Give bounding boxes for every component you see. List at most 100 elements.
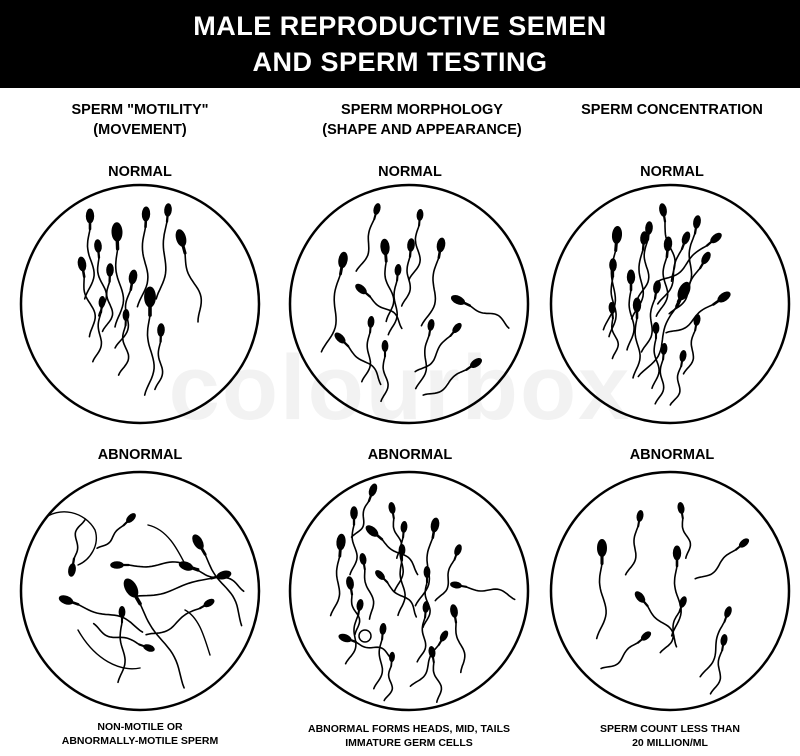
sperm-tail — [143, 314, 155, 396]
sperm-head — [122, 309, 130, 321]
sperm-midpiece — [134, 594, 142, 606]
sperm-head — [611, 226, 623, 244]
sperm-head — [672, 545, 682, 561]
sperm-head — [380, 238, 390, 256]
sperm-midpiece — [462, 301, 472, 307]
sperm-tail — [363, 568, 375, 620]
sperm-tail — [432, 661, 443, 703]
sperm-midpiece — [637, 638, 643, 644]
sperm-midpiece — [680, 512, 684, 520]
sperm-tail — [669, 365, 682, 406]
sperm-tail — [92, 622, 141, 646]
sperm-tail — [136, 226, 149, 308]
sperm-head — [94, 239, 102, 253]
sperm-midpiece — [373, 213, 377, 221]
sperm-midpiece — [437, 250, 442, 260]
sperm-midpiece — [122, 520, 129, 527]
sperm-tail — [96, 524, 125, 549]
sperm-midpiece — [210, 575, 219, 580]
sperm-head — [68, 563, 76, 577]
heading-motility-line-2: (MOVEMENT) — [93, 122, 187, 138]
sperm-head — [717, 291, 731, 303]
heading-concentration: SPERM CONCENTRATION — [542, 100, 800, 120]
circle-morphology-normal — [288, 183, 530, 425]
sperm-head — [355, 283, 367, 295]
sperm-tail — [347, 345, 382, 386]
sperm-tail — [381, 538, 419, 576]
caption-concentration-line-2: 20 MILLION/ML — [632, 737, 708, 749]
circle-morphology-abnormal — [288, 470, 530, 712]
sperm-tail — [465, 586, 516, 601]
sperm-head — [436, 237, 446, 253]
sperm-midpiece — [129, 282, 134, 292]
heading-morphology-line-2: (SHAPE AND APPEARANCE) — [322, 122, 522, 138]
sperm-midpiece — [431, 656, 435, 664]
sperm-tail — [83, 275, 96, 338]
sperm-head — [164, 203, 172, 217]
sperm-tail — [355, 218, 376, 272]
sperm-tail — [468, 304, 510, 329]
sperm-head — [356, 599, 364, 611]
sperm-midpiece — [391, 512, 395, 520]
sperm-tail — [344, 614, 359, 665]
sperm-midpiece — [460, 584, 468, 588]
sperm-tail — [637, 305, 678, 378]
sperm-midpiece — [362, 563, 366, 571]
sperm-head — [640, 231, 648, 245]
sperm-tail — [416, 616, 427, 663]
caption-motility-line-2: ABNORMALLY-MOTILE SPERM — [61, 735, 219, 747]
sperm-midpiece — [339, 266, 344, 276]
sperm-head — [427, 319, 435, 331]
heading-morphology: SPERM MORPHOLOGY (SHAPE AND APPEARANCE) — [292, 100, 552, 140]
heading-concentration-line-1: SPERM CONCENTRATION — [581, 102, 763, 118]
sperm-tail — [400, 255, 412, 307]
sperm-group-morphology-normal — [320, 203, 510, 403]
sperm-head — [439, 630, 449, 642]
sperm-midpiece — [675, 297, 682, 308]
sperm-midpiece — [642, 600, 649, 608]
sperm-head — [373, 203, 381, 215]
caption-motility: NON-MOTILE OR ABNORMALLY-MOTILE SPERM — [20, 720, 260, 748]
sperm-tail — [350, 500, 370, 538]
sperm-tail — [414, 334, 430, 390]
sperm-midpiece — [712, 299, 720, 306]
sperm-head — [58, 595, 74, 605]
sperm-midpiece — [367, 494, 373, 503]
sperm-midpiece — [653, 291, 658, 300]
sperm-midpiece — [97, 251, 101, 259]
circle-concentration-abnormal — [549, 470, 791, 712]
sperm-midpiece — [614, 241, 618, 252]
sperm-midpiece — [449, 331, 455, 337]
sperm-tail — [694, 548, 737, 580]
sperm-head — [626, 269, 636, 285]
sperm-head — [724, 606, 732, 618]
sperm-tail-coil — [358, 629, 372, 643]
sperm-tail — [117, 324, 130, 376]
sperm-head — [701, 251, 711, 265]
sperm-midpiece — [357, 609, 361, 617]
sperm-head — [144, 286, 156, 308]
sperm-tail — [361, 331, 372, 383]
sperm-tail — [414, 335, 452, 373]
sperm-head — [645, 221, 653, 235]
sperm-head — [738, 538, 750, 548]
sperm-head — [157, 323, 165, 337]
sperm-head — [389, 651, 395, 663]
sperm-head — [128, 269, 138, 285]
sperm-tail — [380, 355, 389, 403]
sperm-midpiece — [408, 250, 412, 258]
sperm-midpiece — [382, 577, 389, 584]
title-line-1: MALE REPRODUCTIVE SEMEN — [193, 11, 607, 41]
sperm-head — [663, 236, 673, 252]
sperm-tail — [657, 244, 708, 282]
sperm-head — [77, 256, 87, 272]
sperm-head — [634, 591, 646, 603]
sperm-tail — [595, 562, 607, 640]
sperm-head — [178, 561, 194, 571]
sperm-tail — [624, 525, 639, 576]
sperm-midpiece — [81, 269, 86, 279]
sperm-group-motility-abnormal — [41, 511, 245, 689]
sperm-group-morphology-abnormal — [329, 483, 516, 703]
sperm-head — [85, 208, 95, 224]
